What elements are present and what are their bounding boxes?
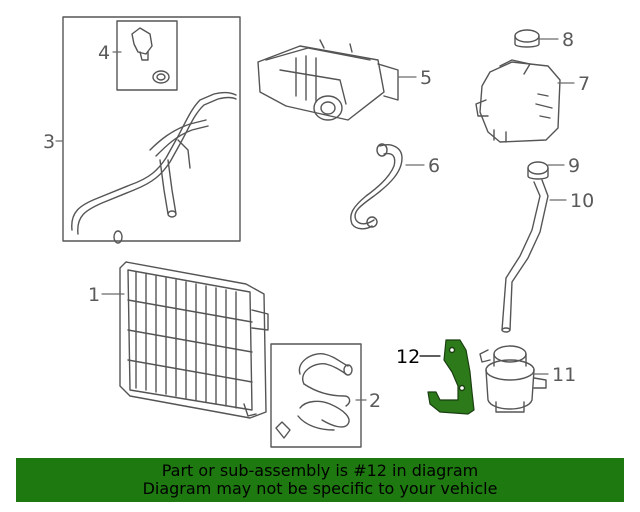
notice-banner: Part or sub-assembly is #12 in diagram D… — [16, 458, 624, 502]
banner-line-2: Diagram may not be specific to your vehi… — [142, 479, 498, 498]
callout-5[interactable]: 5 — [420, 67, 433, 89]
clamp-part-9 — [527, 161, 549, 180]
callout-12[interactable]: 12 — [396, 346, 421, 368]
banner-line-1: Part or sub-assembly is #12 in diagram — [161, 461, 479, 480]
hose-part-10 — [501, 179, 549, 333]
hose-kit-part-2 — [270, 343, 362, 448]
pump-part-11 — [479, 345, 547, 413]
callout-8[interactable]: 8 — [562, 29, 575, 51]
callout-1[interactable]: 1 — [88, 284, 101, 306]
callout-3[interactable]: 3 — [43, 131, 56, 153]
module-part-5 — [257, 39, 399, 121]
hose-part-6 — [350, 143, 403, 230]
callout-4[interactable]: 4 — [98, 42, 111, 64]
callout-2[interactable]: 2 — [369, 390, 382, 412]
callout-10[interactable]: 10 — [570, 190, 595, 212]
sensor-part-4 — [116, 20, 178, 91]
radiator-part-1 — [119, 261, 269, 419]
callout-11[interactable]: 11 — [552, 364, 577, 386]
reservoir-part-7 — [475, 59, 561, 143]
parts-diagram — [55, 16, 575, 448]
cap-part-8 — [514, 29, 540, 48]
callout-7[interactable]: 7 — [578, 73, 591, 95]
callout-6[interactable]: 6 — [428, 155, 441, 177]
leader-lines — [55, 38, 575, 401]
callout-9[interactable]: 9 — [568, 155, 581, 177]
bracket-part-12-highlighted — [427, 339, 475, 415]
